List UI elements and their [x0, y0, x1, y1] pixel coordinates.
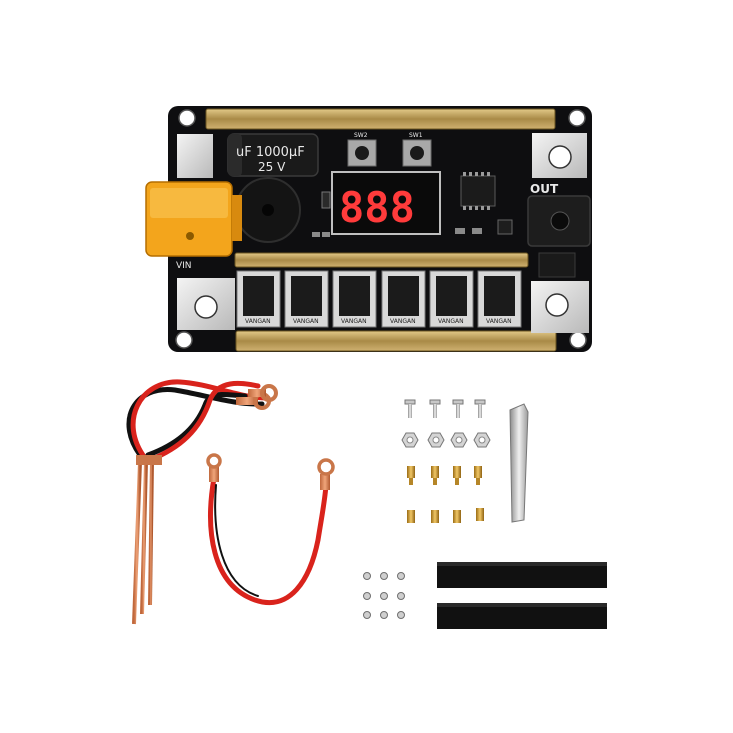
- pad-left-top: [177, 134, 213, 178]
- led-display: 888: [331, 171, 441, 235]
- vin-label: VIN: [176, 261, 192, 271]
- sw2-label: SW2: [354, 132, 368, 139]
- mosfet-label: VANGAN: [438, 318, 464, 325]
- mount-hole-tl: [178, 109, 196, 127]
- mosfet-label: VANGAN: [341, 318, 367, 325]
- welding-pens: [132, 455, 162, 625]
- out-label: OUT: [530, 182, 559, 196]
- mosfet: VANGAN: [236, 270, 281, 328]
- mount-hole-tr: [568, 109, 586, 127]
- display-digits: 888: [339, 183, 415, 232]
- capacitor-voltage: 25 V: [258, 160, 286, 174]
- mcu-chip: [460, 175, 496, 207]
- xt60-connector: [145, 181, 242, 257]
- cable-pair-red-black: [126, 379, 278, 463]
- mosfet: VANGAN: [284, 270, 329, 328]
- mosfet-label: VANGAN: [486, 318, 512, 325]
- busbar-bottom: [235, 330, 557, 352]
- mosfet-row: VANGAN VANGAN VANGAN VANGAN VANGAN: [236, 270, 522, 328]
- mosfet-label: VANGAN: [390, 318, 416, 325]
- mosfet: VANGAN: [477, 270, 522, 328]
- mount-hole-bl: [175, 331, 193, 349]
- mount-hole-br: [569, 331, 587, 349]
- busbar-middle: [234, 252, 529, 268]
- pcb-board: uF 1000μF 25 V SW2 SW1 888: [145, 106, 592, 352]
- nuts: [401, 432, 491, 448]
- capacitor: uF 1000μF 25 V: [227, 133, 319, 177]
- red-black-cable: [206, 453, 335, 605]
- button-sw1[interactable]: [402, 139, 432, 167]
- button-sw2[interactable]: [347, 139, 377, 167]
- sw1-label: SW1: [409, 132, 423, 139]
- metal-clip: [509, 403, 529, 523]
- small-screws: [363, 572, 405, 619]
- mosfet: VANGAN: [381, 270, 426, 328]
- heat-shrink-tubes: [437, 562, 607, 629]
- mosfet-label: VANGAN: [245, 318, 271, 325]
- mosfet: VANGAN: [429, 270, 474, 328]
- busbar-top: [205, 108, 556, 130]
- bolts: [404, 399, 486, 418]
- brass-standoffs: [407, 466, 484, 523]
- mosfet: VANGAN: [332, 270, 377, 328]
- capacitor-label: uF 1000μF: [236, 145, 305, 160]
- mosfet-label: VANGAN: [293, 318, 319, 325]
